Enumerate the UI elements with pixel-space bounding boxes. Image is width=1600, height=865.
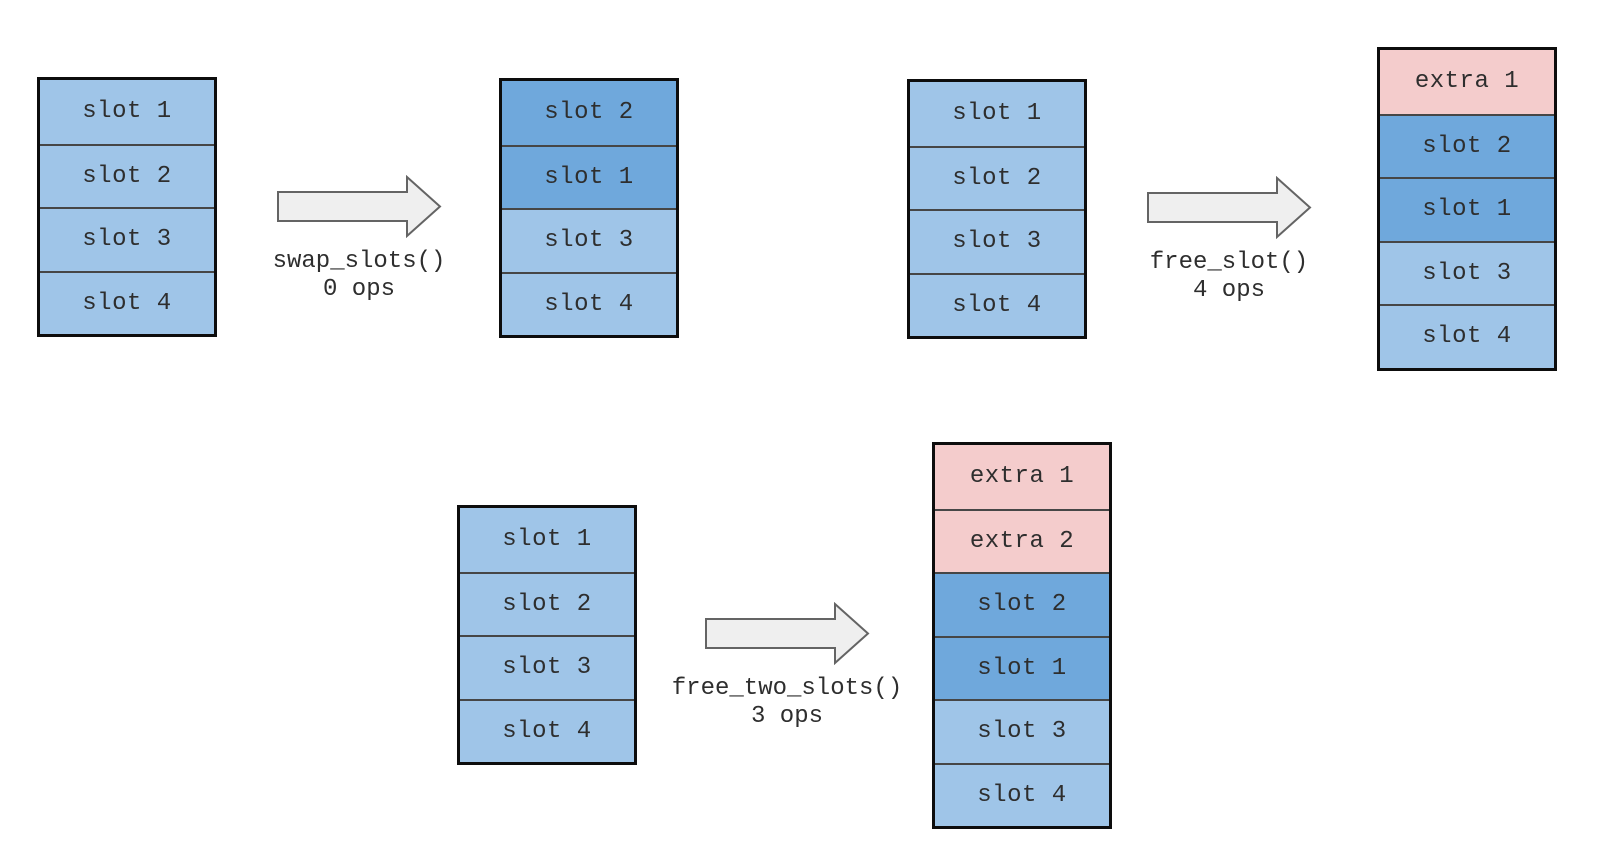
slot-cell-label: slot 4	[82, 289, 172, 317]
slot-cell: slot 2	[460, 571, 634, 635]
memory-stack-swap-after: slot 2 slot 1 slot 3 slot 4	[499, 78, 679, 338]
slot-cell: slot 1	[502, 144, 676, 208]
arrow-right-icon	[277, 175, 442, 238]
slot-cell-label: slot 3	[502, 654, 592, 682]
slot-cell: slot 2	[502, 81, 676, 145]
slot-cell-label: slot 1	[82, 98, 172, 126]
slot-cell: extra 2	[935, 508, 1109, 572]
memory-stack-free-before: slot 1 slot 2 slot 3 slot 4	[907, 79, 1087, 339]
slot-cell-label: slot 4	[502, 717, 592, 745]
slot-cell: slot 3	[40, 207, 214, 271]
slot-cell-label: slot 1	[952, 100, 1042, 128]
slot-cell-label: slot 1	[1422, 196, 1512, 224]
memory-stack-free-after: extra 1 slot 2 slot 1 slot 3 slot 4	[1377, 47, 1557, 371]
slot-cell: slot 3	[910, 209, 1084, 273]
slot-cell: slot 2	[40, 143, 214, 207]
free-slot-transition: free_slot() 4 ops	[1099, 176, 1359, 305]
function-label: free_two_slots()	[671, 675, 903, 702]
slot-cell: slot 2	[935, 572, 1109, 636]
slot-cell-label: slot 4	[952, 291, 1042, 319]
slot-cell: slot 4	[502, 271, 676, 335]
slot-cell-label: slot 1	[502, 526, 592, 554]
slot-cell-label: slot 2	[502, 590, 592, 618]
slot-cell-label: slot 1	[544, 163, 634, 191]
memory-stack-swap-before: slot 1 slot 2 slot 3 slot 4	[37, 77, 217, 337]
slot-cell-label: slot 3	[82, 226, 172, 254]
slot-cell-label: extra 1	[969, 463, 1075, 491]
slot-cell-label: slot 2	[544, 99, 634, 127]
arrow-right-icon	[1147, 176, 1312, 239]
slot-cell-label: slot 3	[952, 228, 1042, 256]
slot-cell: slot 4	[1380, 304, 1554, 368]
slot-cell-label: slot 2	[1422, 132, 1512, 160]
slot-cell-label: slot 4	[977, 781, 1067, 809]
slot-cell-label: slot 2	[977, 591, 1067, 619]
slot-cell: slot 1	[910, 82, 1084, 146]
slot-cell: extra 1	[1380, 50, 1554, 114]
arrow-right-icon	[705, 602, 870, 665]
free-two-slots-transition: free_two_slots() 3 ops	[657, 602, 917, 731]
slot-cell-label: slot 4	[1422, 323, 1512, 351]
slot-cell-label: slot 3	[977, 718, 1067, 746]
slot-cell-label: slot 3	[1422, 259, 1512, 287]
slot-cell: slot 3	[935, 699, 1109, 763]
slot-cell: slot 1	[40, 80, 214, 144]
slot-cell: slot 4	[935, 762, 1109, 826]
slot-cell: slot 2	[1380, 113, 1554, 177]
slot-cell-label: extra 1	[1414, 68, 1520, 96]
memory-stack-free-two-before: slot 1 slot 2 slot 3 slot 4	[457, 505, 637, 765]
slot-cell-label: slot 4	[544, 290, 634, 318]
swap-slots-transition: swap_slots() 0 ops	[229, 175, 489, 304]
slot-cell-label: slot 2	[952, 164, 1042, 192]
function-label: free_slot()	[1149, 249, 1309, 276]
slot-cell: slot 1	[935, 635, 1109, 699]
ops-count-label: 4 ops	[1192, 277, 1265, 304]
slot-cell: slot 4	[460, 698, 634, 762]
slot-cell-label: extra 2	[969, 527, 1075, 555]
slot-cell: slot 3	[460, 635, 634, 699]
slot-cell-label: slot 1	[977, 654, 1067, 682]
function-label: swap_slots()	[272, 248, 446, 275]
slot-cell: slot 1	[460, 508, 634, 572]
slot-cell: slot 3	[502, 208, 676, 272]
slot-cell: slot 1	[1380, 177, 1554, 241]
slot-cell: slot 4	[910, 272, 1084, 336]
slot-cell-label: slot 2	[82, 162, 172, 190]
slot-cell: slot 2	[910, 145, 1084, 209]
slot-cell: slot 4	[40, 270, 214, 334]
slot-cell: slot 3	[1380, 240, 1554, 304]
ops-count-label: 0 ops	[322, 276, 395, 303]
ops-count-label: 3 ops	[750, 703, 823, 730]
slot-cell-label: slot 3	[544, 227, 634, 255]
slot-cell: extra 1	[935, 445, 1109, 509]
memory-stack-free-two-after: extra 1 extra 2 slot 2 slot 1 slot 3 slot 4	[932, 442, 1112, 829]
